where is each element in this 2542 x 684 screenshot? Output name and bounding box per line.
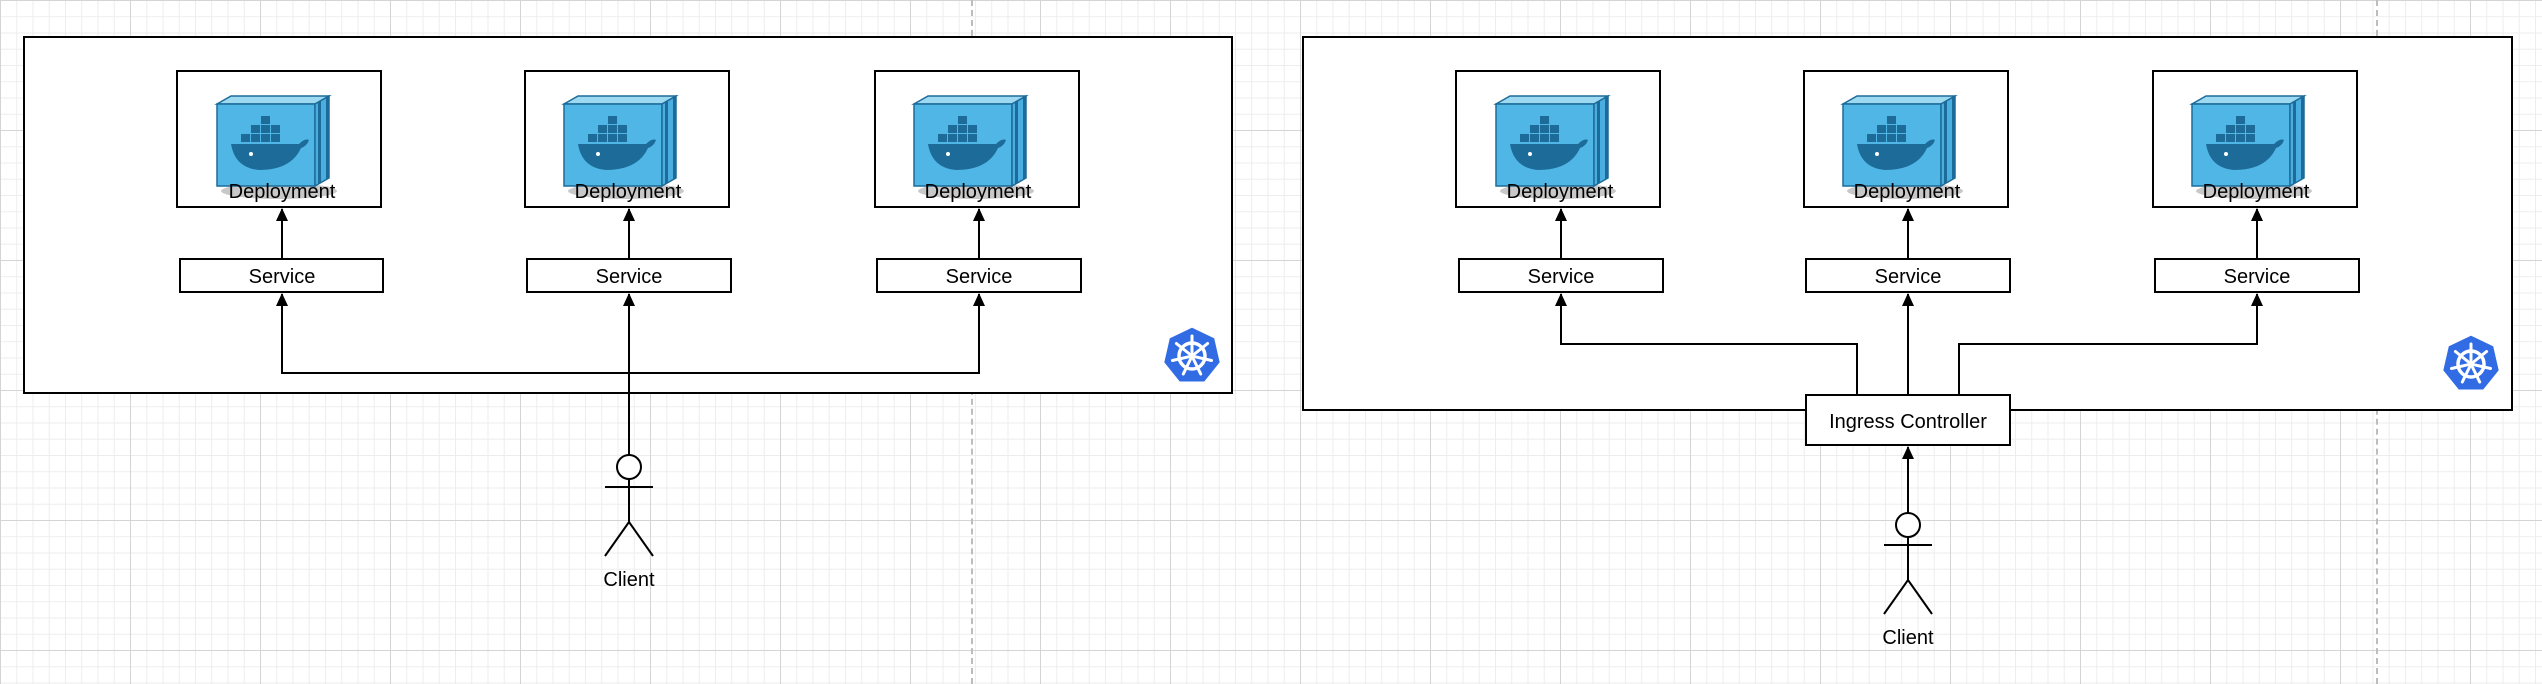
deployment-label: Deployment xyxy=(1507,181,1614,203)
service-label: Service xyxy=(1528,266,1595,288)
kubernetes-icon xyxy=(1160,324,1224,385)
service-label: Service xyxy=(1875,266,1942,288)
deployment-node: Deployment xyxy=(176,70,382,208)
diagram-ingress-exposure: Deployment Deployment Deployment Service… xyxy=(1302,36,2513,649)
diagram-service-exposure: Deployment Deployment Deployment Service… xyxy=(23,36,1233,591)
deployment-label: Deployment xyxy=(229,181,336,203)
service-node: Service xyxy=(1458,258,1664,293)
service-node: Service xyxy=(876,258,1082,293)
deployment-node: Deployment xyxy=(2152,70,2358,208)
client-label: Client xyxy=(603,569,655,591)
service-node: Service xyxy=(179,258,384,293)
stick-figure-actor-icon xyxy=(604,454,654,557)
kubernetes-icon xyxy=(2439,332,2503,393)
ingress-to-service-arrow xyxy=(1958,293,2263,395)
client-to-service-arrow xyxy=(628,293,985,455)
service-box xyxy=(2154,258,2360,293)
ingress-controller-label: Ingress Controller xyxy=(1829,411,1987,433)
deployment-node: Deployment xyxy=(1455,70,1661,208)
deployment-label: Deployment xyxy=(1854,181,1961,203)
service-label: Service xyxy=(249,266,316,288)
client-actor: Client xyxy=(1882,512,1934,649)
service-node: Service xyxy=(526,258,732,293)
client-label: Client xyxy=(1882,627,1934,649)
service-node: Service xyxy=(1805,258,2011,293)
service-node: Service xyxy=(2154,258,2360,293)
deployment-node: Deployment xyxy=(1803,70,2009,208)
ingress-controller-box xyxy=(1805,394,2011,446)
service-label: Service xyxy=(946,266,1013,288)
deployment-node: Deployment xyxy=(524,70,730,208)
deployment-label: Deployment xyxy=(925,181,1032,203)
service-label: Service xyxy=(596,266,663,288)
service-box xyxy=(1805,258,2011,293)
deployment-node: Deployment xyxy=(874,70,1080,208)
ingress-to-service-arrow xyxy=(1555,293,1858,395)
service-label: Service xyxy=(2224,266,2291,288)
deployment-label: Deployment xyxy=(2203,181,2310,203)
ingress-controller-node: Ingress Controller xyxy=(1805,394,2011,446)
deployment-label: Deployment xyxy=(575,181,682,203)
client-actor: Client xyxy=(603,454,655,591)
stick-figure-actor-icon xyxy=(1883,512,1933,615)
